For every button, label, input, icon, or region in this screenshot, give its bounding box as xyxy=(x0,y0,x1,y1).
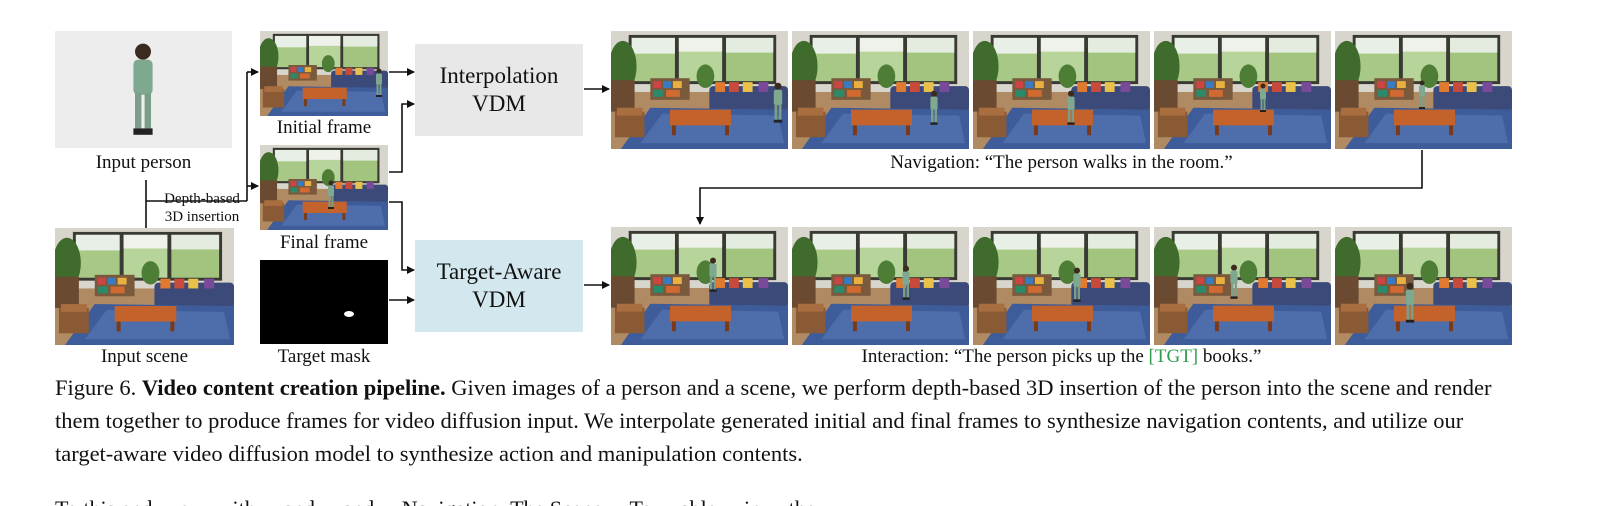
input-person-image xyxy=(55,31,232,148)
target-aware-vdm-box: Target-Aware VDM xyxy=(415,240,583,332)
interp-line1: Interpolation xyxy=(439,63,559,88)
nav-frame xyxy=(1335,31,1512,149)
interaction-suffix: books.” xyxy=(1198,346,1262,367)
depth-insertion-label: Depth-based 3D insertion xyxy=(154,190,250,226)
nav-frame xyxy=(973,31,1150,149)
target-line1: Target-Aware xyxy=(436,259,562,284)
interp-line2: VDM xyxy=(472,91,526,116)
figure-caption: Figure 6. Video content creation pipelin… xyxy=(55,371,1525,470)
interaction-frame xyxy=(1154,227,1331,345)
final-frame-label: Final frame xyxy=(279,232,369,253)
target-mask-label: Target mask xyxy=(277,346,371,367)
tgt-token: [TGT] xyxy=(1148,346,1199,367)
final-frame-image xyxy=(260,145,388,230)
figure-title: Video content creation pipeline. xyxy=(141,375,446,400)
initial-frame-label: Initial frame xyxy=(276,117,372,138)
nav-frame xyxy=(611,31,788,149)
interaction-prefix: Interaction: “The person picks up the xyxy=(861,346,1149,367)
target-mask-image xyxy=(260,260,388,344)
nav-frame xyxy=(1154,31,1331,149)
target-line2: VDM xyxy=(472,287,526,312)
interaction-frame xyxy=(792,227,969,345)
figure-label: Figure 6. xyxy=(55,375,137,400)
interaction-frame xyxy=(1335,227,1512,345)
interaction-frame xyxy=(973,227,1150,345)
depth-label-line2: 3D insertion xyxy=(164,209,240,225)
interpolation-vdm-box: Interpolation VDM xyxy=(415,44,583,136)
figure-text: Given images of a person and a scene, we… xyxy=(55,375,1492,466)
interaction-caption: Interaction: “The person picks up the [T… xyxy=(611,346,1512,368)
input-scene-image xyxy=(55,228,234,345)
input-scene-label: Input scene xyxy=(100,346,189,367)
nav-frame xyxy=(792,31,969,149)
navigation-caption: Navigation: “The person walks in the roo… xyxy=(890,152,1233,173)
interaction-frame xyxy=(611,227,788,345)
body-text-cutoff: To this end, we ... with ... and ... and… xyxy=(55,490,1525,506)
input-person-label: Input person xyxy=(95,152,192,173)
initial-frame-image xyxy=(260,31,388,116)
depth-label-line1: Depth-based xyxy=(164,191,240,207)
